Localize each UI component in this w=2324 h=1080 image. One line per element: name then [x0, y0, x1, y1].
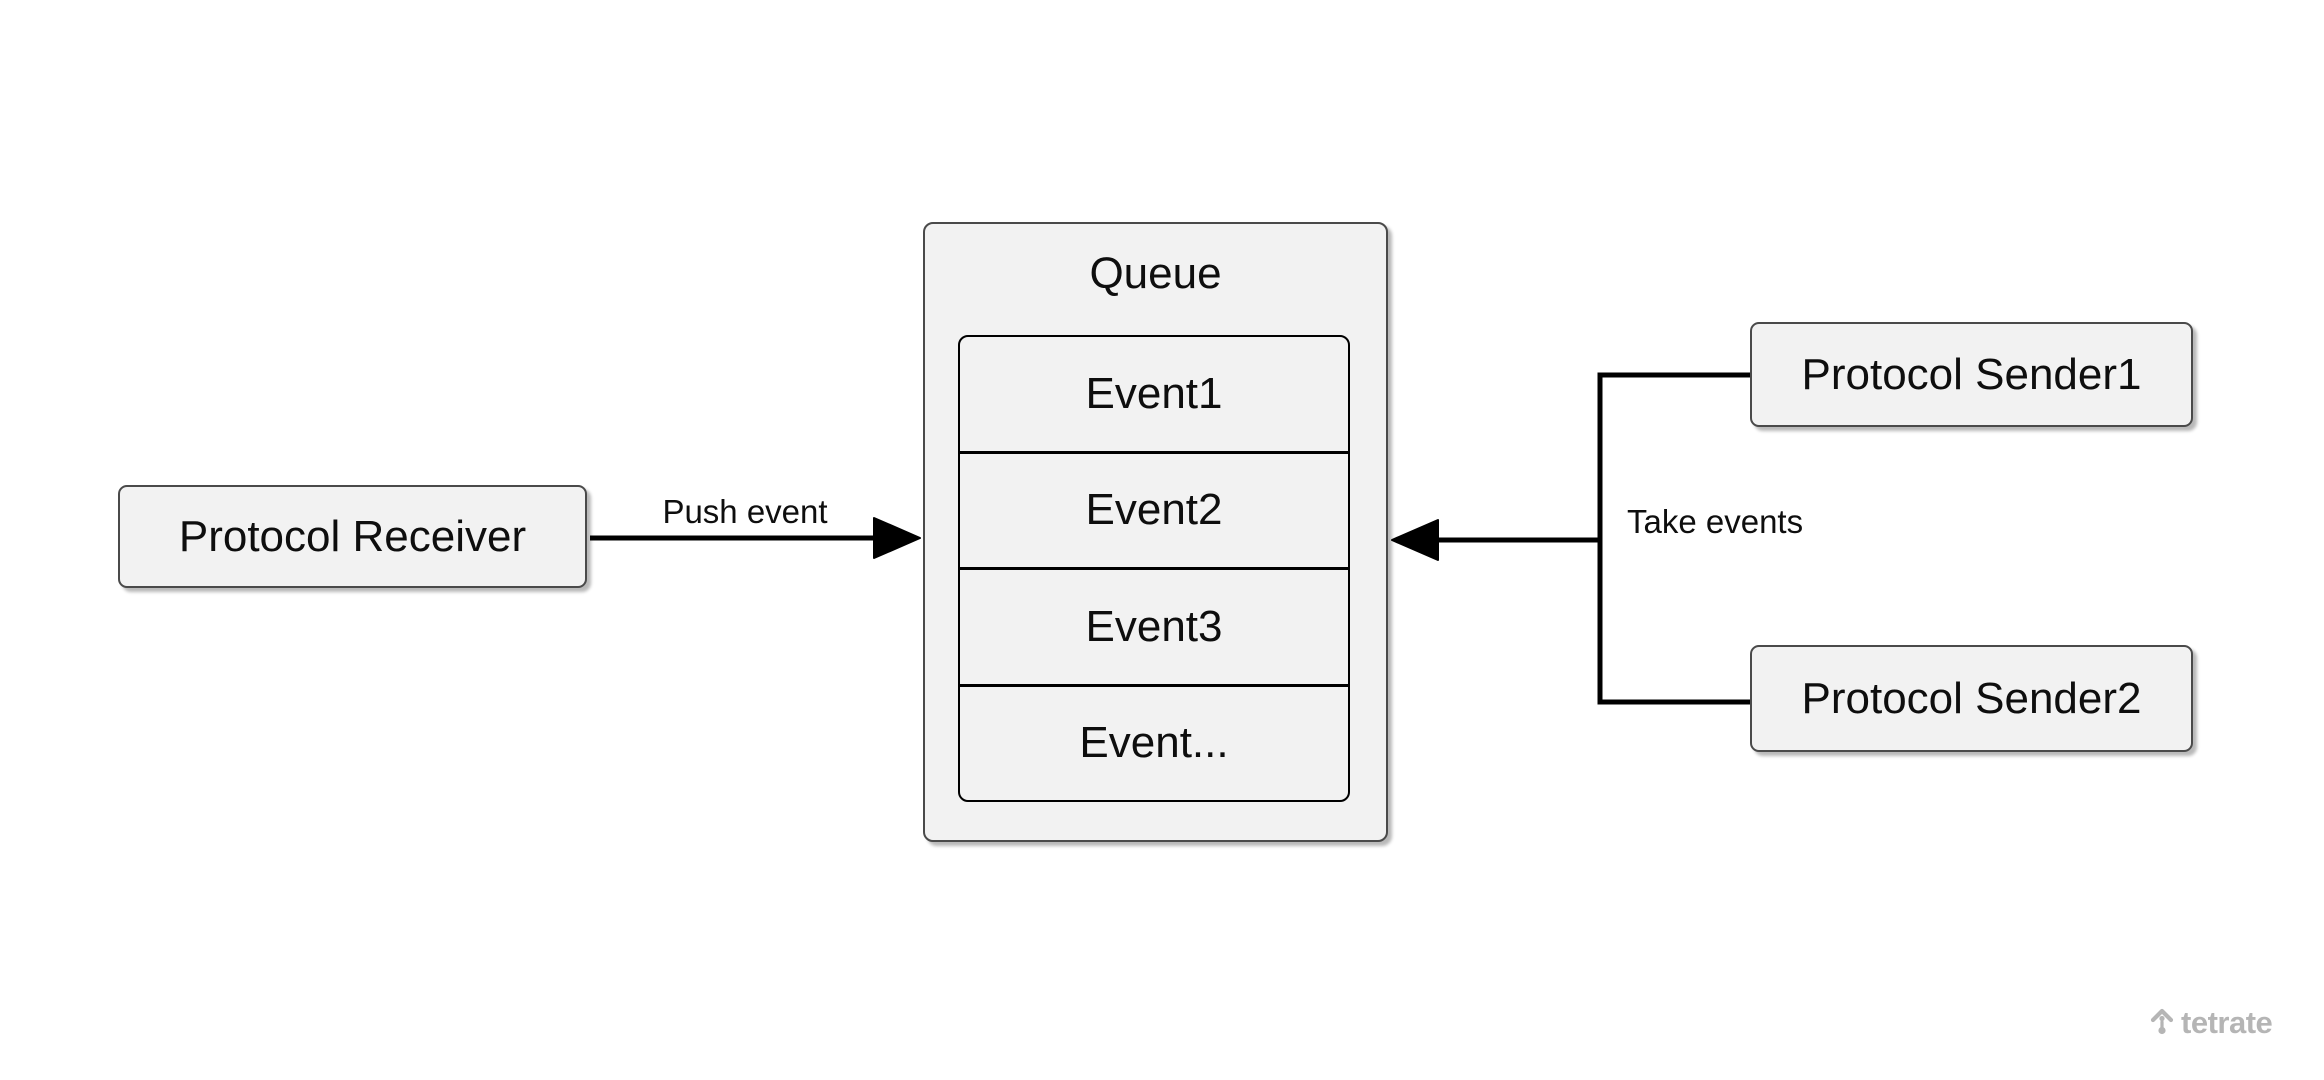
event-row: Event...	[960, 683, 1348, 801]
tetrate-logo-icon	[2150, 1008, 2174, 1035]
edge-label-take-events: Take events	[1623, 503, 1808, 540]
node-protocol-sender2: Protocol Sender2	[1750, 645, 2193, 752]
event-row: Event3	[960, 567, 1348, 684]
tetrate-logo: tetrate	[2150, 1004, 2273, 1040]
event-stack: Event1 Event2 Event3 Event...	[958, 335, 1350, 802]
event-row: Event2	[960, 450, 1348, 568]
queue-title: Queue	[1089, 249, 1222, 298]
node-protocol-receiver-label: Protocol Receiver	[178, 511, 527, 561]
event-label: Event1	[1085, 368, 1223, 418]
node-protocol-sender1-label: Protocol Sender1	[1801, 349, 2142, 399]
node-queue: Queue Event1 Event2 Event3 Event...	[923, 222, 1388, 842]
edge-label-push-event: Push event	[658, 493, 832, 530]
node-protocol-receiver: Protocol Receiver	[118, 485, 587, 588]
event-row: Event1	[960, 337, 1348, 451]
event-label: Event2	[1085, 485, 1223, 535]
tetrate-logo-text: tetrate	[2181, 1004, 2273, 1040]
event-label: Event3	[1085, 601, 1223, 651]
node-protocol-sender1: Protocol Sender1	[1750, 322, 2193, 427]
node-protocol-sender2-label: Protocol Sender2	[1801, 673, 2142, 723]
event-label: Event...	[1079, 718, 1229, 768]
